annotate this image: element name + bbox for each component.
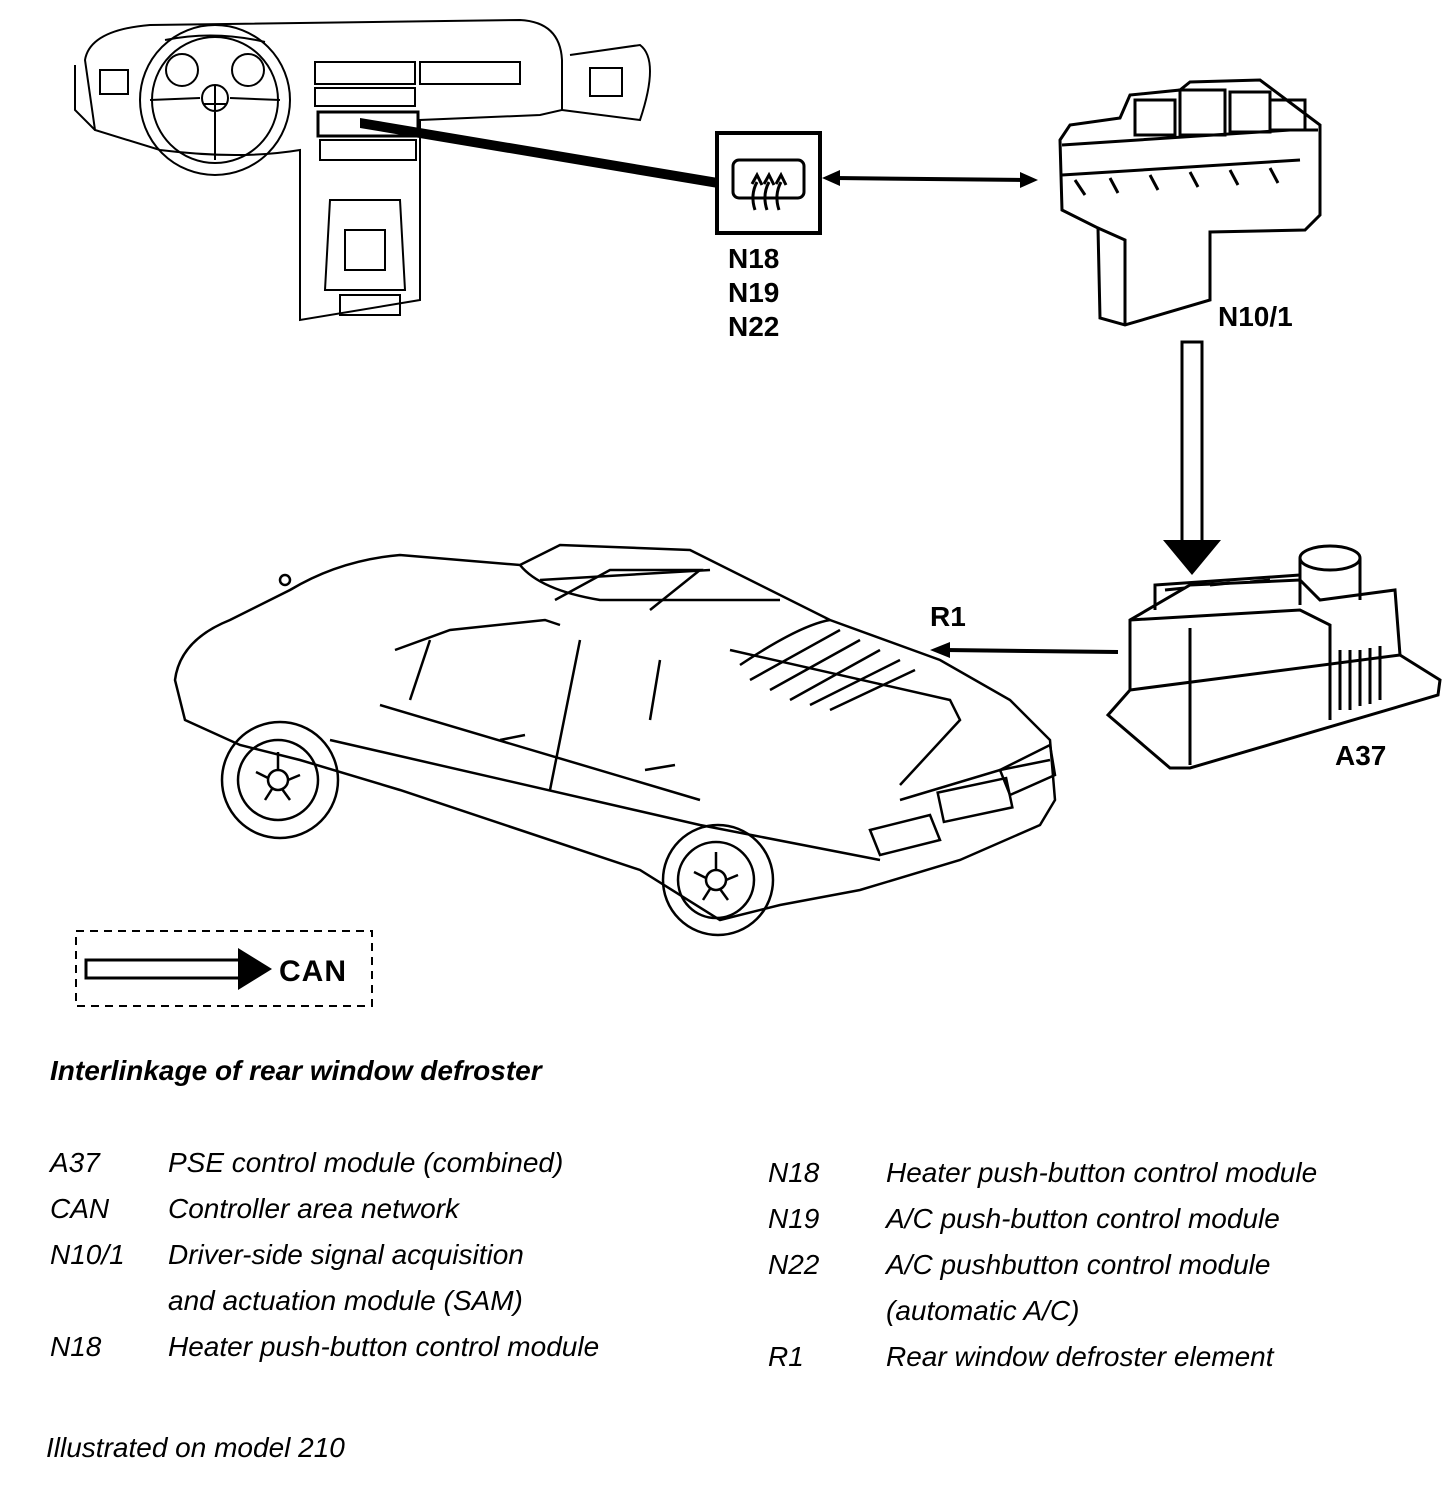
legend-row: N18 Heater push-button control module bbox=[50, 1324, 599, 1370]
legend-code bbox=[50, 1278, 168, 1324]
sam-module-illustration bbox=[1058, 78, 1322, 327]
legend-row: N18 Heater push-button control module bbox=[768, 1150, 1317, 1196]
defroster-switch-box bbox=[715, 131, 822, 235]
legend-row: (automatic A/C) bbox=[768, 1288, 1317, 1334]
legend-code: A37 bbox=[50, 1147, 100, 1178]
a37-module-illustration bbox=[1105, 544, 1442, 770]
can-down-arrow-icon bbox=[1163, 340, 1221, 575]
defroster-diagram: N18 N19 N22 N10/1 A37 R1 bbox=[74, 18, 1442, 1007]
figure-caption: Interlinkage of rear window defroster bbox=[50, 1055, 542, 1086]
label-n22: N22 bbox=[728, 311, 779, 342]
switch-connection-line bbox=[360, 118, 718, 188]
r1-arrow-line bbox=[944, 648, 1119, 654]
legend-code: N19 bbox=[768, 1203, 820, 1234]
legend-desc: Controller area network bbox=[168, 1193, 460, 1224]
r1-arrowhead-icon bbox=[930, 642, 950, 658]
legend-desc: Driver-side signal acquisition bbox=[168, 1239, 524, 1270]
legend-row: CAN Controller area network bbox=[50, 1186, 599, 1232]
defroster-symbol-icon bbox=[750, 171, 788, 211]
can-arrow-icon bbox=[238, 948, 272, 990]
legend-desc: A/C pushbutton control module bbox=[886, 1249, 1271, 1280]
legend-code: N10/1 bbox=[50, 1239, 125, 1270]
label-can: CAN bbox=[279, 955, 347, 988]
label-n10-1: N10/1 bbox=[1218, 301, 1293, 332]
legend-desc: PSE control module (combined) bbox=[168, 1147, 564, 1178]
legend-desc: Heater push-button control module bbox=[886, 1157, 1318, 1188]
model-footnote: Illustrated on model 210 bbox=[46, 1432, 345, 1463]
label-n18: N18 bbox=[728, 243, 779, 274]
car-illustration bbox=[173, 543, 1057, 937]
legend-code: CAN bbox=[50, 1193, 110, 1224]
label-a37: A37 bbox=[1335, 740, 1386, 771]
legend-code: R1 bbox=[768, 1341, 804, 1372]
legend-desc: Rear window defroster element bbox=[886, 1341, 1274, 1372]
legend-desc: (automatic A/C) bbox=[886, 1295, 1080, 1326]
legend-code: N18 bbox=[768, 1157, 820, 1188]
label-r1: R1 bbox=[930, 601, 966, 632]
legend-row: A37 PSE control module (combined) bbox=[50, 1140, 599, 1186]
legend-row: N19 A/C push-button control module bbox=[768, 1196, 1317, 1242]
legend-row: and actuation module (SAM) bbox=[50, 1278, 599, 1324]
legend-row: N22 A/C pushbutton control module bbox=[768, 1242, 1317, 1288]
legend-right: N18 Heater push-button control module N19… bbox=[768, 1150, 1317, 1380]
can-legend-box: CAN bbox=[75, 930, 373, 1007]
bidirectional-arrow-icon bbox=[822, 170, 1038, 188]
label-n19: N19 bbox=[728, 277, 779, 308]
legend-desc: A/C push-button control module bbox=[886, 1203, 1280, 1234]
legend-code: N18 bbox=[50, 1331, 102, 1362]
legend-row: N10/1 Driver-side signal acquisition bbox=[50, 1232, 599, 1278]
legend-desc: and actuation module (SAM) bbox=[168, 1285, 523, 1316]
legend-code bbox=[768, 1288, 886, 1334]
dashboard-illustration bbox=[74, 18, 651, 322]
legend-code: N22 bbox=[768, 1249, 820, 1280]
legend-desc: Heater push-button control module bbox=[168, 1331, 600, 1362]
legend-left: A37 PSE control module (combined) CAN Cont… bbox=[50, 1140, 599, 1370]
legend-row: R1 Rear window defroster element bbox=[768, 1334, 1317, 1380]
